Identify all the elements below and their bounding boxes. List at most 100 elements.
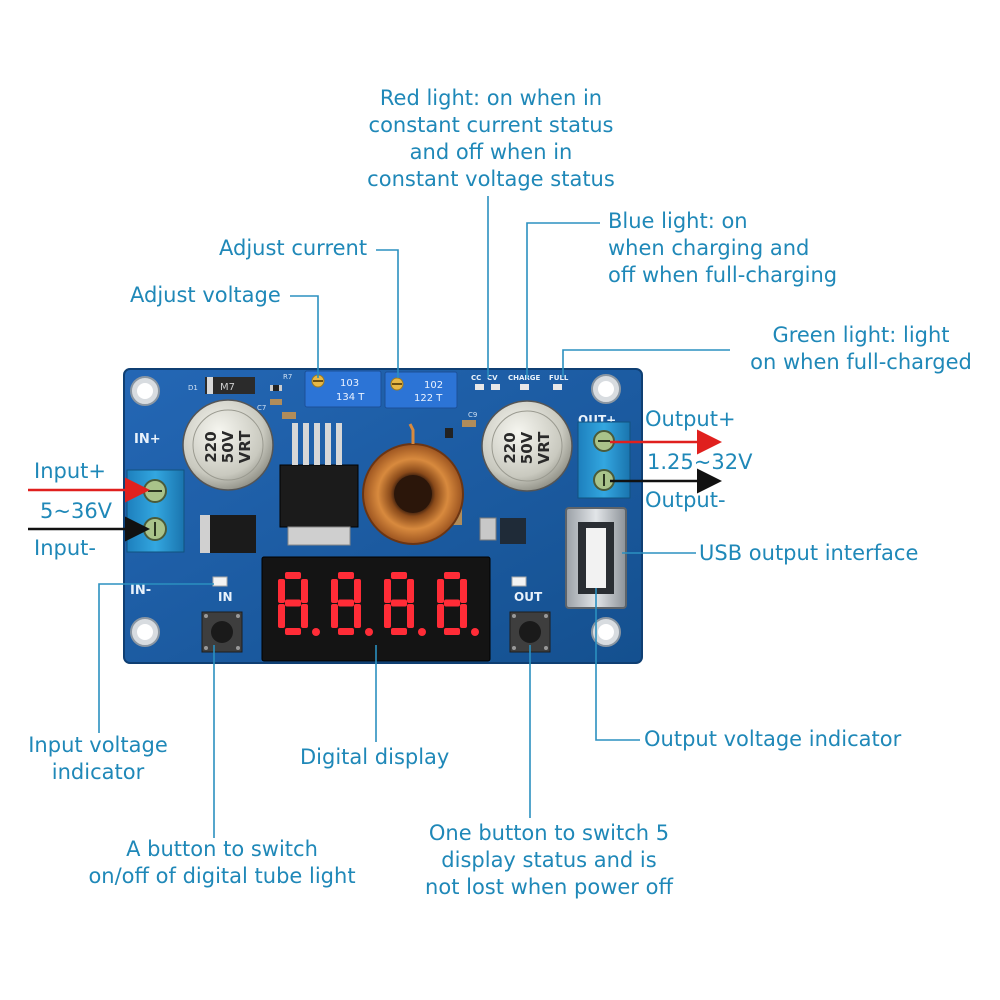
green-light-callout: Green light: light on when full-charged [740,322,982,376]
output-plus-label: Output+ [645,407,736,431]
digit-4-segment-e [437,604,444,628]
tube-light-button[interactable] [201,611,243,653]
digit-4-segment-a [444,572,460,579]
blue-light-line-2: when charging and [608,236,810,260]
input-indicator-line-2: indicator [51,760,145,784]
output-voltage-indicator-label: Output voltage indicator [644,727,902,751]
digit-2-segment-c [354,604,361,628]
regulator-ic [279,423,359,546]
silk-r7: R7 [283,373,292,381]
silk-in-minus: IN- [130,583,151,598]
silk-c9: C9 [468,411,477,419]
led-full [553,384,562,390]
output-minus-label: Output- [645,488,726,512]
mounting-holes [130,374,621,647]
digit-4-segment-b [460,579,467,603]
digit-3-segment-c [407,604,414,628]
digital-display [261,556,491,662]
input-indicator-line-1: Input voltage [28,733,168,757]
tube-button-line-1: A button to switch [126,837,318,861]
mode-button-callout: One button to switch 5 display status an… [408,820,690,901]
input-terminal[interactable] [126,469,185,553]
mode-button-line-3: not lost when power off [425,875,673,899]
digit-4-segment-d [444,628,460,635]
adjust-current-label: Adjust current [219,236,368,260]
red-light-line-2: constant current status [368,113,614,137]
digit-1-segment-g [285,599,301,607]
capacitor-right: 220 50V VRT [481,400,573,492]
digit-2-segment-a [338,572,354,579]
silk-in: IN [218,590,233,604]
diode-marking: M7 [220,382,235,393]
digit-2-segment-e [331,604,338,628]
digit-4-segment-f [437,579,444,603]
silk-c7: C7 [257,404,266,412]
pot-v-code: 134 T [336,392,365,403]
input-voltage-indicator-callout: Input voltage indicator [12,732,184,786]
blue-light-line-1: Blue light: on [608,209,748,233]
callout-line-green-light [562,349,730,377]
pot-v-value: 103 [340,378,359,389]
cap-left-series: VRT [236,430,254,463]
current-potentiometer[interactable]: 102 122 T [384,371,458,409]
toroid-inductor [362,423,464,545]
diode-d1: M7 [205,377,255,394]
callout-line-output-indicator [595,588,640,741]
capacitor-left: 220 50V VRT [182,399,274,491]
callout-lines [98,196,730,838]
digit-2-segment-f [331,579,338,603]
silk-led-cv: CV [487,374,498,382]
digit-4-decimal-point [471,628,479,636]
digital-display-label: Digital display [300,745,450,769]
green-light-line-2: on when full-charged [750,350,972,374]
usb-port[interactable] [565,507,627,609]
cap-left-value: 220 [202,431,220,462]
mode-button-line-2: display status and is [441,848,657,872]
schottky-diode [200,515,256,553]
digit-3-decimal-point [418,628,426,636]
red-light-line-3: and off when in [409,140,573,164]
tube-light-button-callout: A button to switch on/off of digital tub… [74,836,370,890]
silk-out: OUT [514,590,543,604]
led-cc [475,384,484,390]
digit-2-segment-b [354,579,361,603]
cap-right-series: VRT [535,431,553,464]
digit-3-segment-g [391,599,407,607]
led-cv [491,384,500,390]
blue-light-line-3: off when full-charging [608,263,838,287]
usb-output-label: USB output interface [699,541,919,565]
output-terminal[interactable] [577,421,631,499]
adjust-voltage-label: Adjust voltage [130,283,281,307]
digit-1-segment-a [285,572,301,579]
digit-1-segment-d [285,628,301,635]
callout-line-adjust-current [376,249,399,378]
digit-4-segment-g [444,599,460,607]
digit-3-segment-a [391,572,407,579]
digit-4-segment-c [460,604,467,628]
voltage-potentiometer[interactable]: 103 134 T [304,370,382,408]
pot-c-value: 102 [424,380,443,391]
callout-line-input-indicator [98,583,214,733]
cap-left-voltage: 50V [219,430,237,463]
digit-3-segment-b [407,579,414,603]
callout-line-blue-light [526,222,600,378]
digit-1-segment-f [278,579,285,603]
led-charge [520,384,529,390]
digit-2-segment-g [338,599,354,607]
input-indicator-led [212,576,228,587]
mode-button-line-1: One button to switch 5 [428,821,670,845]
display-digits [278,572,479,636]
blue-light-callout: Blue light: on when charging and off whe… [608,208,837,289]
digit-2-decimal-point [365,628,373,636]
digit-1-segment-c [301,604,308,628]
digit-2-segment-d [338,628,354,635]
digit-1-decimal-point [312,628,320,636]
red-light-line-4: constant voltage status [367,167,615,191]
digit-1-segment-e [278,604,285,628]
input-minus-label: Input- [34,536,96,560]
silk-led-full: FULL [549,374,569,382]
silk-led-cc: CC [471,374,481,382]
silk-d1: D1 [188,384,198,392]
digit-3-segment-d [391,628,407,635]
